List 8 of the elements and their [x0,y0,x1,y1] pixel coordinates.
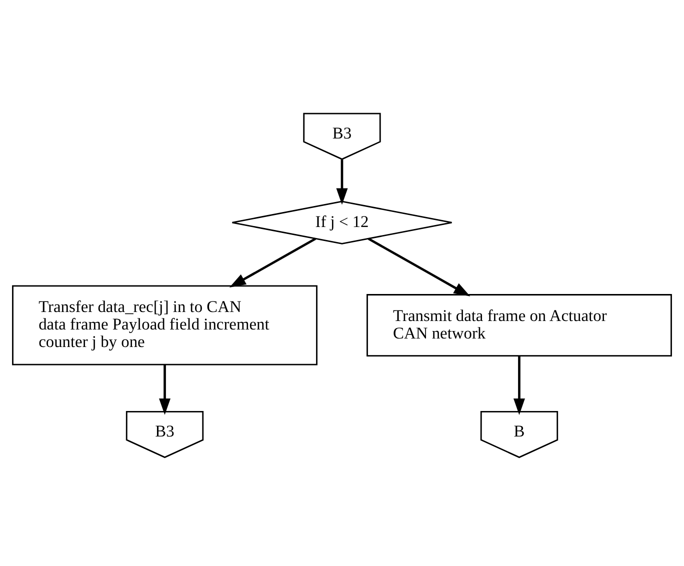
node-diamond: If j < 12 [232,200,452,244]
arrow [229,238,316,288]
arrow [336,160,348,205]
arrow [159,364,171,415]
arrow [513,356,525,415]
node-box: Transfer data_rec[j] in to CAN data frame Payload field increment counter j by one [12,285,318,366]
arrow [368,238,470,296]
node-box: Transmit data frame on Actuator CAN network [366,294,672,356]
